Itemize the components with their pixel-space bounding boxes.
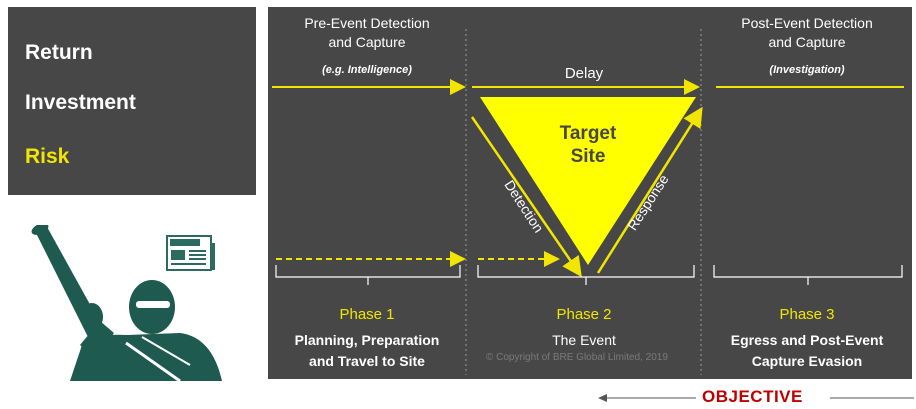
- phase1-line1: Planning, Preparation: [294, 332, 440, 348]
- phase1-description: Planning, Preparation and Travel to Site: [268, 330, 466, 372]
- objective-label: OBJECTIVE: [702, 387, 803, 406]
- newspaper-icon: [166, 235, 215, 271]
- factor-risk: Risk: [25, 145, 70, 168]
- phase2-title: Phase 2: [556, 306, 612, 323]
- phase3-line2: Capture Evasion: [751, 353, 863, 369]
- factor-list-box: Return Investment Risk: [8, 7, 256, 195]
- post-event-subtitle: (Investigation): [769, 64, 845, 76]
- response-arrow: [596, 106, 703, 274]
- detection-arrow: [470, 116, 582, 278]
- phase1-bracket: [275, 265, 461, 285]
- objective-arrow: [598, 394, 914, 402]
- phase3-line1: Egress and Post-Event: [730, 332, 884, 348]
- target-label-line2: Site: [570, 146, 606, 167]
- post-event-header: Post-Event Detection and Capture: [703, 14, 911, 52]
- post-event-title: Post-Event Detection: [741, 15, 873, 31]
- pre-event-title: Pre-Event Detection: [304, 15, 430, 31]
- target-site-label: Target Site: [520, 122, 656, 168]
- phase2-description: The Event: [552, 332, 616, 348]
- target-site-triangle: [480, 97, 696, 265]
- copyright-notice: © Copyright of BRE Global Limited, 2019: [486, 352, 668, 363]
- phase1-line2: and Travel to Site: [309, 353, 425, 369]
- pre-event-subtitle: (e.g. Intelligence): [322, 64, 412, 76]
- phase3-title: Phase 3: [779, 306, 835, 323]
- pre-event-header: Pre-Event Detection and Capture: [268, 14, 466, 52]
- factor-investment: Investment: [25, 91, 136, 114]
- pre-event-title-2: and Capture: [328, 34, 406, 50]
- delay-label: Delay: [564, 65, 604, 82]
- phase3-description: Egress and Post-Event Capture Evasion: [703, 330, 911, 372]
- armed-figure-icon: [31, 225, 222, 381]
- target-label-line1: Target: [559, 123, 617, 144]
- phase2-bracket: [477, 265, 695, 285]
- diagram-graphics: Detection Response: [272, 29, 904, 375]
- phase3-bracket: [713, 265, 903, 285]
- phase1-title: Phase 1: [339, 306, 395, 323]
- post-event-title-2: and Capture: [768, 34, 846, 50]
- factor-return: Return: [25, 41, 93, 64]
